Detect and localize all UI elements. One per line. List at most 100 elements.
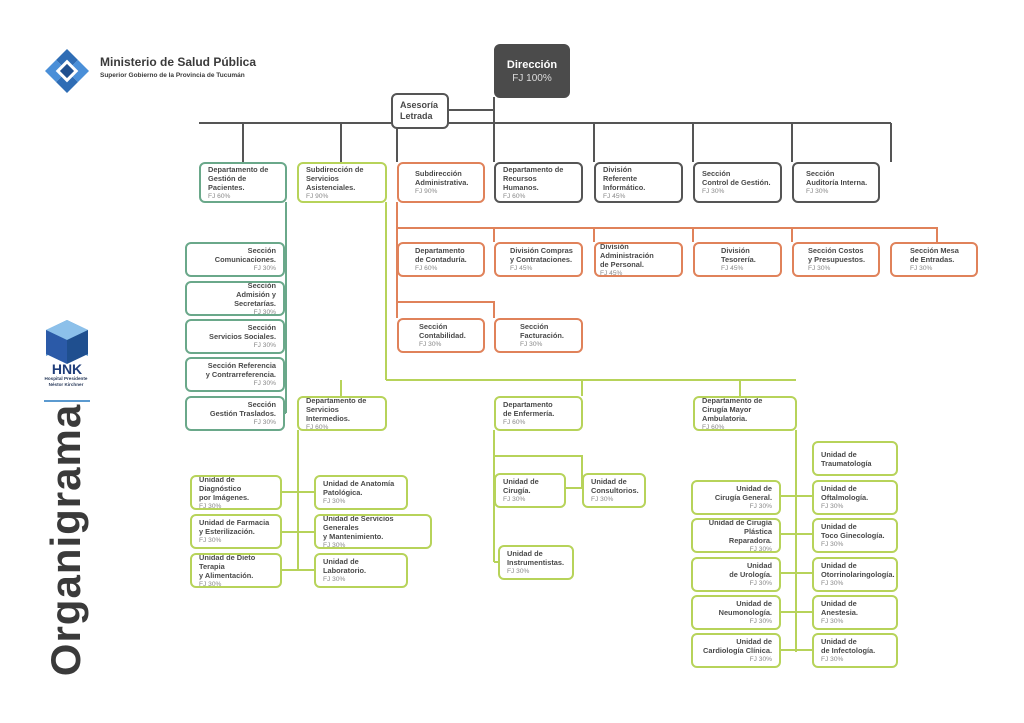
node-name: División Compras y Contrataciones. xyxy=(510,246,573,264)
node-sec-referencia[interactable]: Sección Referencia y Contrarreferencia. … xyxy=(185,357,285,392)
node-fj: FJ 30% xyxy=(821,541,844,548)
node-u-infectologia[interactable]: Unidad de de Infectología. FJ 30% xyxy=(812,633,898,668)
node-fj: FJ 30% xyxy=(199,537,222,544)
node-fj: FJ 30% xyxy=(323,576,346,583)
ministry-title: Ministerio de Salud Pública xyxy=(100,55,257,69)
node-fj: FJ 60% xyxy=(208,192,231,200)
node-sec-comunicaciones[interactable]: Sección Comunicaciones. FJ 30% xyxy=(185,242,285,277)
node-dep-pacientes[interactable]: Departamento de Gestión de Pacientes. FJ… xyxy=(199,162,287,203)
node-u-consultorios[interactable]: Unidad de Consultorios. FJ 30% xyxy=(582,473,646,508)
node-u-diagnostico[interactable]: Unidad de Diagnóstico por Imágenes. FJ 3… xyxy=(190,475,282,510)
node-sec-gestion[interactable]: Sección Control de Gestión. FJ 30% xyxy=(693,162,782,203)
hospital-name: Hospital Presidente Néstor Kirchner xyxy=(44,376,88,387)
node-name: Departamento de Enfermería. xyxy=(503,400,555,418)
node-fj: FJ 30% xyxy=(910,265,933,272)
node-fj: FJ 30% xyxy=(749,545,772,553)
node-u-urologia[interactable]: Unidad de Urología. FJ 30% xyxy=(691,557,781,592)
node-sec-traslados[interactable]: Sección Gestión Traslados. FJ 30% xyxy=(185,396,285,431)
node-fj: FJ 90% xyxy=(415,188,438,195)
node-name: Sección Referencia y Contrarreferencia. xyxy=(205,361,276,379)
node-fj: FJ 30% xyxy=(323,498,346,505)
node-name: Unidad de Neumonología. xyxy=(718,599,772,617)
node-u-oftalmologia[interactable]: Unidad de Oftalmología. FJ 30% xyxy=(812,480,898,515)
node-name: Unidad de Consultorios. xyxy=(591,477,639,495)
node-fj: FJ 60% xyxy=(503,419,526,426)
node-dep-enfermeria[interactable]: Departamento de Enfermería. FJ 60% xyxy=(494,396,583,431)
node-fj: FJ 30% xyxy=(749,618,772,625)
node-name: Unidad de Farmacia y Esterilización. xyxy=(199,518,270,536)
node-sec-auditoria[interactable]: Sección Auditoría Interna. FJ 30% xyxy=(792,162,880,203)
node-u-dieto[interactable]: Unidad de Dieto Terapia y Alimentación. … xyxy=(190,553,282,588)
hospital-logo-icon: HNK xyxy=(46,320,88,377)
node-u-traumatologia[interactable]: Unidad de Traumatología xyxy=(812,441,898,476)
node-fj: FJ 30% xyxy=(806,188,829,195)
node-u-laboratorio[interactable]: Unidad de Laboratorio. FJ 30% xyxy=(314,553,408,588)
node-name: División Referente Informático. xyxy=(603,164,646,192)
node-name: Unidad de Otorrinolaringología. xyxy=(821,561,895,579)
divider xyxy=(44,400,90,402)
node-sub-administrativa[interactable]: Subdirección Administrativa. FJ 90% xyxy=(397,162,485,203)
node-name: Subdirección de Servicios Asistenciales. xyxy=(306,164,364,192)
node-direccion[interactable]: Dirección FJ 100% xyxy=(494,44,570,98)
node-fj: FJ 30% xyxy=(749,656,772,663)
node-fj: FJ 45% xyxy=(510,265,533,272)
node-u-anatomia[interactable]: Unidad de Anatomía Patológica. FJ 30% xyxy=(314,475,408,510)
line-direccion-bus xyxy=(199,97,892,162)
node-div-tesoreria[interactable]: División Tesorería. FJ 45% xyxy=(693,242,782,277)
node-dep-contaduria[interactable]: Departamento de Contaduría. FJ 60% xyxy=(397,242,485,277)
node-u-anestesia[interactable]: Unidad de Anestesia. FJ 30% xyxy=(812,595,898,630)
node-u-cardiologia[interactable]: Unidad de Cardiología Clínica. FJ 30% xyxy=(691,633,781,668)
node-name: Unidad de de Infectología. xyxy=(821,637,876,655)
node-sec-entradas[interactable]: Sección Mesa de Entradas. FJ 30% xyxy=(890,242,978,277)
node-fj: FJ 45% xyxy=(603,192,626,200)
node-fj: FJ 30% xyxy=(507,568,530,575)
node-name: Sección Control de Gestión. xyxy=(702,169,771,187)
node-name: Dirección xyxy=(506,58,558,71)
node-name: Unidad de Cirugía General. xyxy=(714,484,772,502)
node-name: Unidad de Oftalmología. xyxy=(821,484,869,502)
node-div-informatico[interactable]: División Referente Informático. FJ 45% xyxy=(594,162,683,203)
node-u-cirugia[interactable]: Unidad de Cirugía. FJ 30% xyxy=(494,473,566,508)
hospital-logo-text: HNK xyxy=(52,361,82,377)
node-dep-rrhh[interactable]: Departamento de Recursos Humanos. FJ 60% xyxy=(494,162,583,203)
node-sec-sociales[interactable]: Sección Servicios Sociales. FJ 30% xyxy=(185,319,285,354)
node-sec-costos[interactable]: Sección Costos y Presupuestos. FJ 30% xyxy=(792,242,880,277)
node-fj: FJ 30% xyxy=(591,496,614,503)
node-name: Unidad de Dieto Terapia y Alimentación. xyxy=(199,553,256,580)
node-div-personal[interactable]: División Administración de Personal. FJ … xyxy=(594,242,683,277)
node-name: Unidad de Servicios Generales y Mantenim… xyxy=(323,514,394,541)
node-sec-admision[interactable]: Sección Admisión y Secretarías. FJ 30% xyxy=(185,281,285,316)
node-fj: FJ 30% xyxy=(419,341,442,348)
node-fj: FJ 60% xyxy=(702,423,725,431)
node-name: Unidad de Traumatología xyxy=(821,449,872,468)
node-div-compras[interactable]: División Compras y Contrataciones. FJ 45… xyxy=(494,242,583,277)
node-fj: FJ 30% xyxy=(199,580,222,588)
node-sec-facturacion[interactable]: Sección Facturación. FJ 30% xyxy=(494,318,583,353)
node-name: Unidad de Laboratorio. xyxy=(323,557,367,575)
node-name: Sección Gestión Traslados. xyxy=(209,400,276,418)
node-fj: FJ 30% xyxy=(253,265,276,272)
node-name: Sección Auditoría Interna. xyxy=(806,169,868,187)
line-cirugia xyxy=(780,430,812,652)
node-u-servicios-generales[interactable]: Unidad de Servicios Generales y Mantenim… xyxy=(314,514,432,549)
node-dep-intermedios[interactable]: Departamento de Servicios Intermedios. F… xyxy=(297,396,387,431)
node-fj: FJ 100% xyxy=(512,72,552,84)
node-u-toco[interactable]: Unidad de Toco Ginecología. FJ 30% xyxy=(812,518,898,553)
node-u-plastica[interactable]: Unidad de Cirugía Plástica Reparadora. F… xyxy=(691,518,781,553)
node-asesoria[interactable]: Asesoría Letrada xyxy=(391,93,449,129)
node-u-otorrino[interactable]: Unidad de Otorrinolaringología. FJ 30% xyxy=(812,557,898,592)
node-u-neumonologia[interactable]: Unidad de Neumonología. FJ 30% xyxy=(691,595,781,630)
node-fj: FJ 30% xyxy=(253,419,276,426)
line-intermedios xyxy=(282,430,316,571)
node-u-cirugia-general[interactable]: Unidad de Cirugía General. FJ 30% xyxy=(691,480,781,515)
ministry-subtitle: Superior Gobierno de la Provincia de Tuc… xyxy=(100,72,245,79)
node-name: Unidad de Anatomía Patológica. xyxy=(323,479,395,497)
node-name: Subdirección Administrativa. xyxy=(415,169,469,187)
node-u-instrumentistas[interactable]: Unidad de Instrumentistas. FJ 30% xyxy=(498,545,574,580)
node-sec-contabilidad[interactable]: Sección Contabilidad. FJ 30% xyxy=(397,318,485,353)
node-fj: FJ 60% xyxy=(306,423,329,431)
node-u-farmacia[interactable]: Unidad de Farmacia y Esterilización. FJ … xyxy=(190,514,282,549)
node-sub-asistenciales[interactable]: Subdirección de Servicios Asistenciales.… xyxy=(297,162,387,203)
node-dep-cirugia-mayor[interactable]: Departamento de Cirugía Mayor Ambulatori… xyxy=(693,396,797,431)
